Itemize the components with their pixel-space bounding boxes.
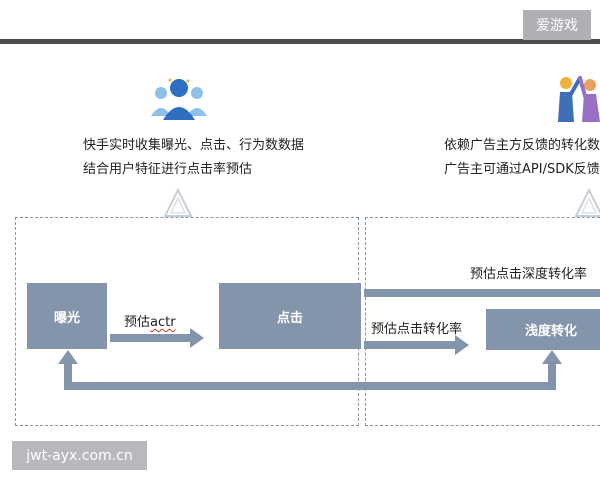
shallow-conversion-node: 浅度转化 [486,309,600,350]
exposure-node: 曝光 [27,283,107,349]
right-caption: 依赖广告主方反馈的转化数 广告主可通过API/SDK反馈 [444,134,600,182]
bottom-watermark: jwt-ayx.com.cn [12,441,147,470]
actr-term: actr [150,315,176,330]
actr-arrow [110,328,204,348]
users-group-icon [151,78,207,120]
top-watermark: 爱游戏 [523,10,591,40]
advertiser-feedback-group [365,217,600,426]
people-high-five-icon [558,76,600,122]
feedback-loop-arrow [64,361,556,390]
conversion-arrow [364,335,469,355]
click-conversion-label: 预估点击转化率 [371,322,463,337]
caption-line: 广告主可通过API/SDK反馈 [444,162,600,177]
deep-conversion-bar [364,289,600,297]
shallow-arrowhead [542,350,562,364]
deep-conversion-label: 预估点击深度转化率 [470,267,588,282]
caption-line: 结合用户特征进行点击率预估 [83,162,253,177]
left-callout-triangle [163,188,193,217]
caption-line: 依赖广告主方反馈的转化数 [444,138,600,153]
caption-line: 快手实时收集曝光、点击、行为数数据 [83,138,305,153]
right-callout-triangle [574,188,600,217]
actr-label: 预估actr [124,315,176,330]
left-caption: 快手实时收集曝光、点击、行为数数据 结合用户特征进行点击率预估 [83,134,304,182]
header-rule [0,39,600,44]
click-node: 点击 [219,283,361,349]
exposure-arrowhead [58,350,78,364]
